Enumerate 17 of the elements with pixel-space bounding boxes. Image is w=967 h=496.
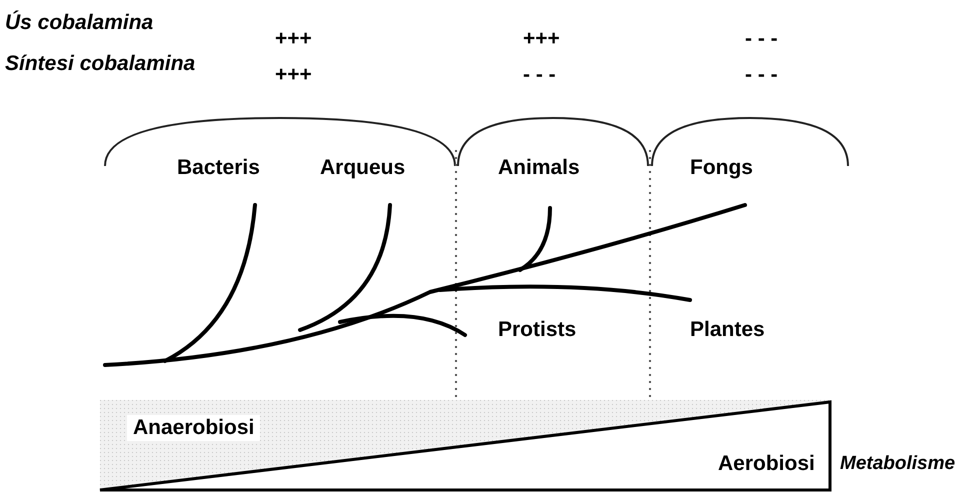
row-header: Ús cobalamina (5, 10, 154, 36)
symbol-value: - - - (523, 62, 556, 88)
symbol-value: +++ (275, 26, 312, 52)
gradient-label: Aerobiosi (718, 451, 815, 477)
gradient-label: Anaerobiosi (127, 415, 260, 441)
symbol-value: - - - (745, 26, 778, 52)
group-label: Bacteris (177, 155, 260, 181)
group-label: Arqueus (320, 155, 406, 181)
group-label: Plantes (690, 317, 765, 343)
row-header: Síntesi cobalamina (5, 51, 196, 77)
group-label: Protists (498, 317, 576, 343)
group-label: Fongs (690, 155, 753, 181)
group-label: Animals (498, 155, 580, 181)
axis-title: Metabolisme (840, 452, 956, 476)
symbol-value: +++ (523, 26, 560, 52)
symbol-value: +++ (275, 62, 312, 88)
symbol-value: - - - (745, 62, 778, 88)
